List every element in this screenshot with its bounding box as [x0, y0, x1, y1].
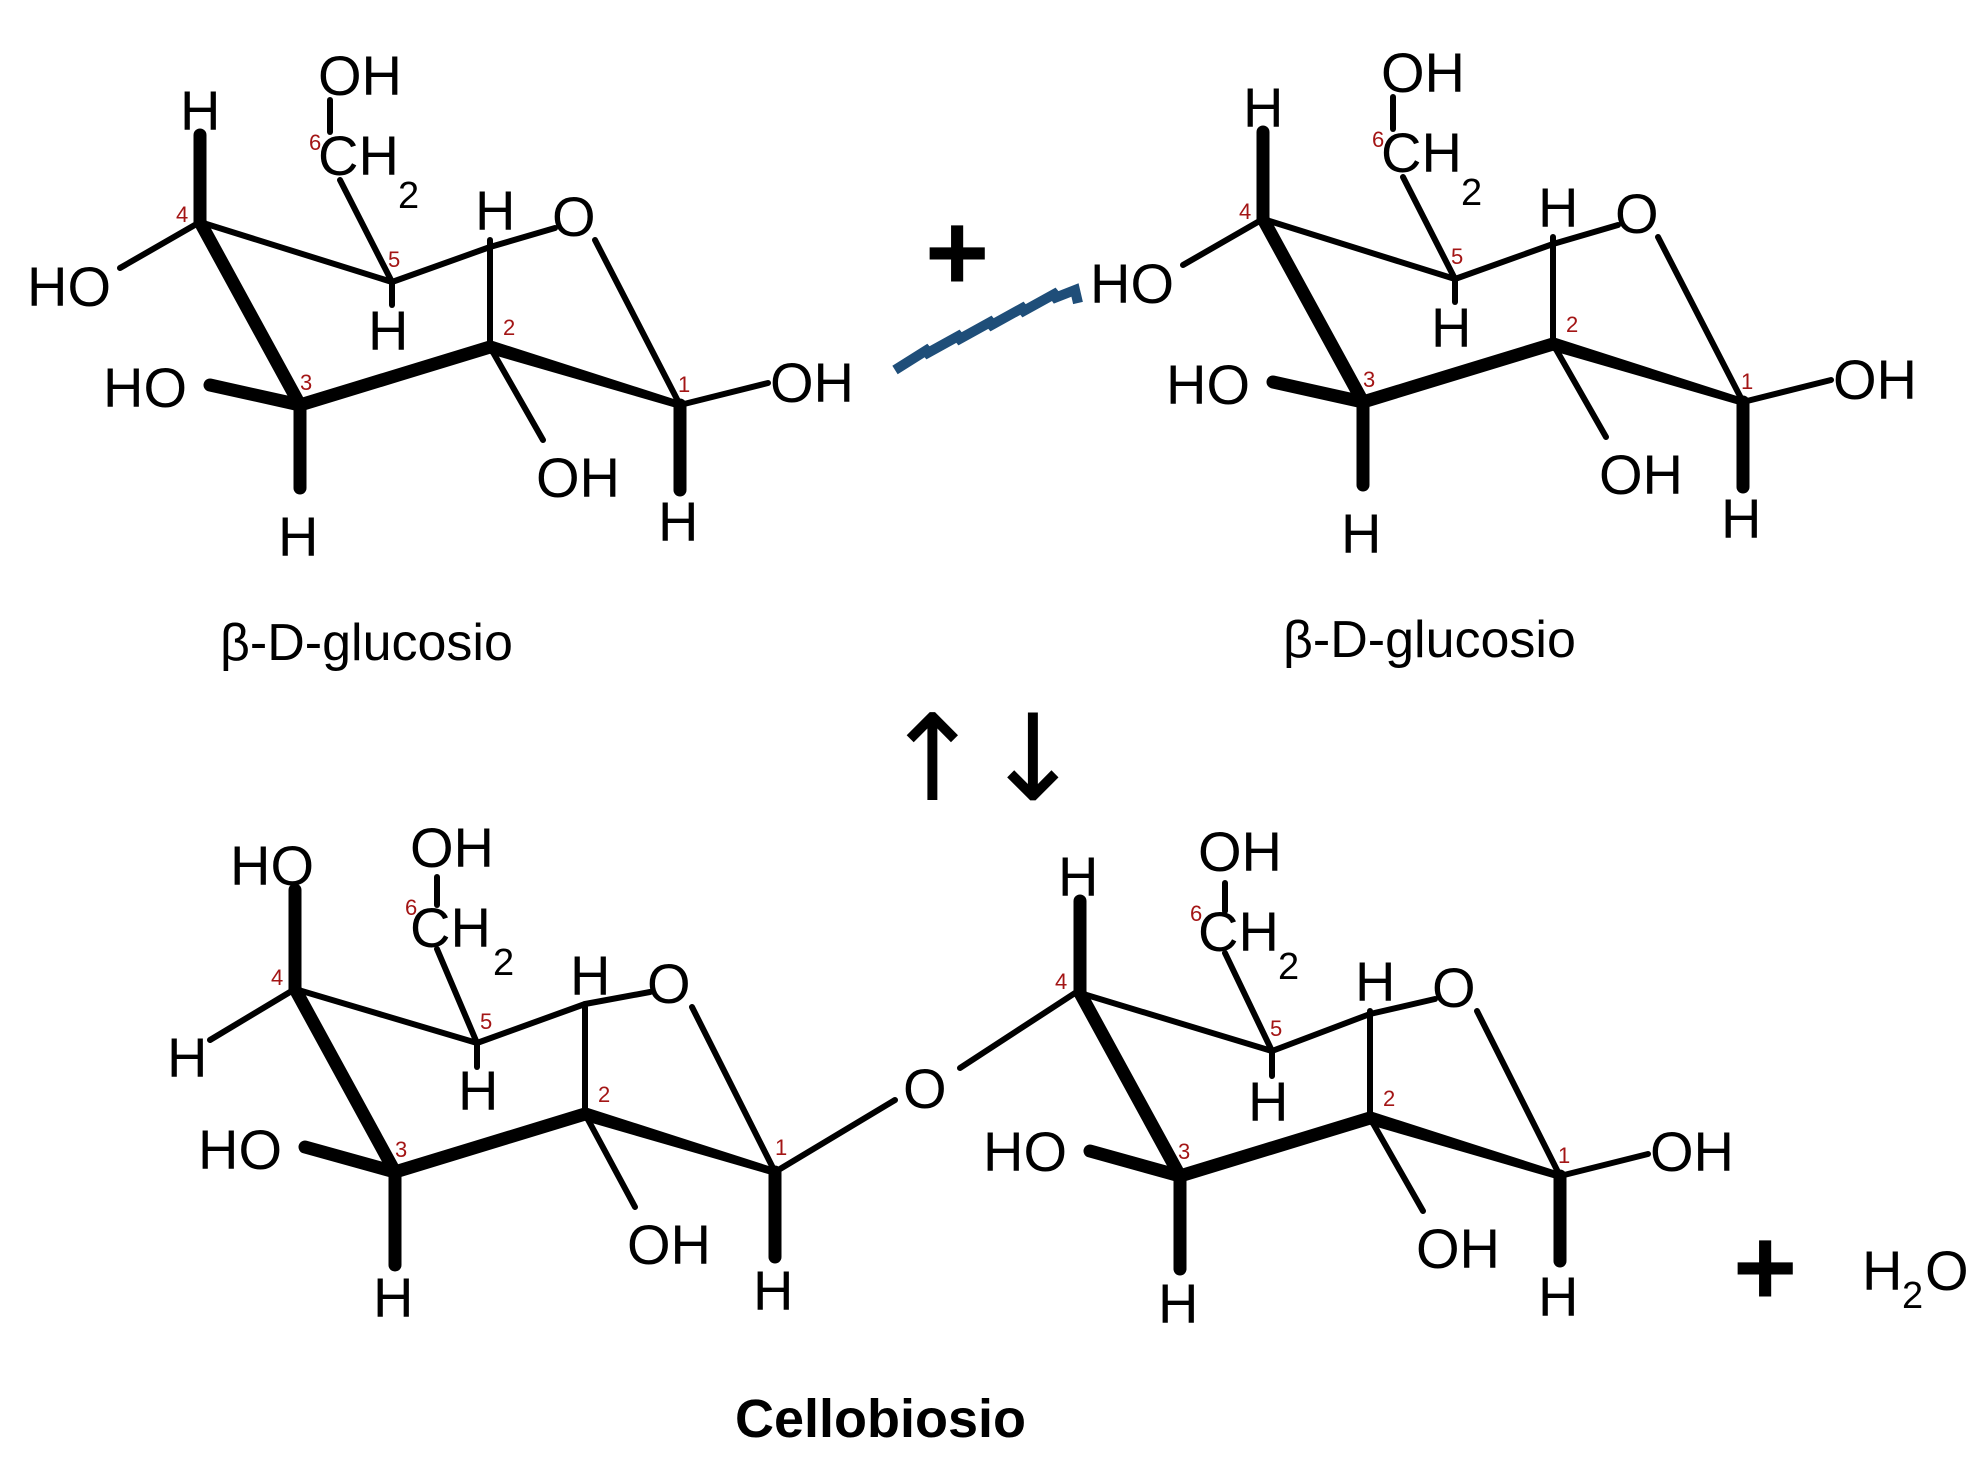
- atom-oh-c1: OH: [770, 351, 854, 414]
- atom-oh-c6: OH: [1198, 820, 1282, 883]
- subscript-2: 2: [1902, 1275, 1923, 1317]
- reactant-label: β-D-glucosio: [220, 614, 513, 672]
- cellobiose-ring-left: O H OH CH 2 HO H H HO OH H H 6 4 5 2 3 1: [167, 816, 793, 1329]
- atom-oh-c2: OH: [1416, 1217, 1500, 1280]
- cellobiose-ring-right: O H OH CH 2 H H HO OH OH H H 6 4 5 2 3 1: [983, 820, 1734, 1335]
- atom-h-c5: H: [1248, 1070, 1288, 1133]
- carbon-number-4: 4: [176, 202, 188, 227]
- atom-ho-c4: HO: [1090, 252, 1174, 315]
- plus-sign: +: [925, 191, 989, 314]
- carbon-number-1: 1: [1558, 1143, 1570, 1168]
- atom-ch-c6: CH: [410, 896, 491, 959]
- carbon-number-5: 5: [1270, 1016, 1282, 1041]
- atom-ho-c3: HO: [1166, 353, 1250, 416]
- atom-ch-c6: CH: [1198, 900, 1279, 963]
- atom-ho-c3: HO: [983, 1120, 1067, 1183]
- carbon-number-2: 2: [1383, 1086, 1395, 1111]
- atom-h-c5: H: [458, 1059, 498, 1122]
- carbon-number-5: 5: [388, 247, 400, 272]
- atom-h-c1: H: [1721, 487, 1761, 550]
- subscript-2: 2: [398, 175, 419, 217]
- atom-h-c1: H: [658, 490, 698, 553]
- zigzag-squiggle-icon: [892, 283, 1083, 375]
- atom-oh-c6: OH: [1381, 41, 1465, 104]
- atom-h: H: [570, 944, 610, 1007]
- atom-oh-c1: OH: [1833, 348, 1917, 411]
- atom-h-c3: H: [1158, 1272, 1198, 1335]
- atom-ho-c4: HO: [27, 255, 111, 318]
- carbon-number-1: 1: [1741, 369, 1753, 394]
- atom-h-c1: H: [1538, 1265, 1578, 1328]
- glucose-left: O H OH CH 2 H HO H HO OH OH H H 6 4 5 2 …: [27, 44, 854, 672]
- atom-oh-c2: OH: [1599, 443, 1683, 506]
- water-formula: H 2 O: [1862, 1239, 1969, 1317]
- atom-h: H: [1538, 176, 1578, 239]
- atom-h-water: H: [1862, 1239, 1902, 1302]
- subscript-2: 2: [1278, 946, 1299, 988]
- atom-o-water: O: [1925, 1239, 1969, 1302]
- carbon-number-2: 2: [503, 315, 515, 340]
- carbon-number-4: 4: [271, 965, 283, 990]
- atom-h: H: [1355, 950, 1395, 1013]
- atom-h-c4: H: [180, 79, 220, 142]
- carbon-number-3: 3: [395, 1137, 407, 1162]
- atom-h-c4: H: [167, 1026, 207, 1089]
- carbon-number-6: 6: [1190, 901, 1202, 926]
- carbon-number-3: 3: [1178, 1139, 1190, 1164]
- carbon-number-5: 5: [1451, 244, 1463, 269]
- atom-h: H: [475, 179, 515, 242]
- carbon-number-2: 2: [598, 1082, 610, 1107]
- carbon-number-4: 4: [1239, 199, 1251, 224]
- atom-h-c5: H: [1431, 296, 1471, 359]
- atom-h-c5: H: [368, 299, 408, 362]
- atom-h-c4: H: [1243, 76, 1283, 139]
- plus-sign: +: [1733, 1206, 1797, 1329]
- subscript-2: 2: [493, 942, 514, 984]
- glucose-right: O H OH CH 2 H HO H HO OH OH H H 6 4 5 2 …: [1090, 41, 1917, 669]
- atom-o-ring: O: [1432, 956, 1476, 1019]
- atom-ho-c3: HO: [103, 356, 187, 419]
- up-down-arrows-icon: ↑↓: [882, 690, 1083, 829]
- carbon-number-1: 1: [775, 1135, 787, 1160]
- atom-o-ring: O: [1615, 182, 1659, 245]
- atom-h-c3: H: [1341, 502, 1381, 565]
- subscript-2: 2: [1461, 172, 1482, 214]
- product-label: Cellobiosio: [735, 1389, 1026, 1449]
- carbon-number-3: 3: [1363, 367, 1375, 392]
- carbon-number-6: 6: [309, 130, 321, 155]
- atom-h-c3: H: [278, 505, 318, 568]
- atom-h-c3: H: [373, 1266, 413, 1329]
- atom-oh-c2: OH: [536, 446, 620, 509]
- carbon-number-1: 1: [678, 372, 690, 397]
- atom-ch-c6: CH: [318, 124, 399, 187]
- carbon-number-2: 2: [1566, 312, 1578, 337]
- glycosidic-bond: O: [772, 990, 1078, 1175]
- atom-oh-c6: OH: [410, 816, 494, 879]
- atom-h-c1: H: [753, 1259, 793, 1322]
- carbon-number-6: 6: [1372, 127, 1384, 152]
- carbon-number-5: 5: [480, 1009, 492, 1034]
- atom-ho-c3: HO: [198, 1118, 282, 1181]
- carbon-number-6: 6: [405, 895, 417, 920]
- atom-o-glycosidic: O: [903, 1057, 947, 1120]
- atom-h-c4: H: [1058, 845, 1098, 908]
- atom-oh-c6: OH: [318, 44, 402, 107]
- atom-oh-c2: OH: [627, 1213, 711, 1276]
- carbon-number-3: 3: [300, 370, 312, 395]
- carbon-number-4: 4: [1055, 969, 1067, 994]
- atom-o-ring: O: [552, 185, 596, 248]
- atom-ho-c4: HO: [230, 834, 314, 897]
- atom-ch-c6: CH: [1381, 121, 1462, 184]
- atom-oh-c1: OH: [1650, 1120, 1734, 1183]
- atom-o-ring: O: [647, 952, 691, 1015]
- reactant-label: β-D-glucosio: [1283, 611, 1576, 669]
